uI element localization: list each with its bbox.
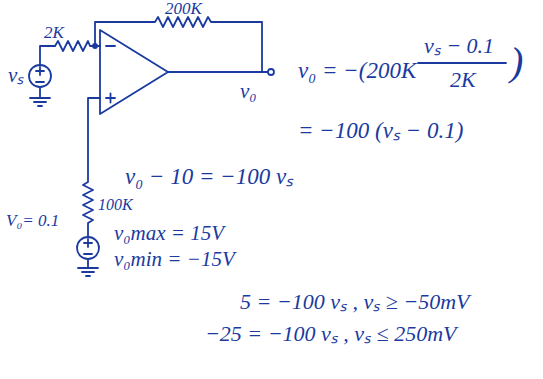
equation: = −100 (vₛ − 0.1) (298, 118, 463, 143)
resistor-symbol (55, 41, 100, 51)
signal-name: vₛ (8, 64, 24, 87)
equation: vₛ − 0.1 (424, 34, 494, 58)
wire (40, 46, 55, 65)
opamp-input-signs (106, 46, 115, 103)
output-terminal (268, 69, 274, 75)
equation: 5 = −100 vₛ , vₛ ≥ −50mV (240, 290, 469, 314)
equation: v₀ − 10 = −100 vₛ (125, 164, 293, 189)
resistor-symbol (83, 98, 100, 237)
feedback-wire (95, 17, 262, 72)
equation: ) (510, 40, 523, 84)
resistor-value: 200K (165, 0, 202, 19)
voltage-source (77, 237, 99, 259)
source-value: V₀= 0.1 (6, 212, 59, 231)
equation: −25 = −100 vₛ , vₛ ≤ 250mV (205, 322, 456, 346)
opamp-symbol (100, 30, 168, 114)
junction-dot (93, 44, 97, 48)
fraction-bar (418, 62, 506, 64)
signal-name: v₀ (240, 80, 257, 103)
ground-symbol (30, 87, 50, 106)
resistor-value: 100K (98, 196, 133, 214)
ground-symbol (78, 259, 98, 276)
source-polarity (36, 67, 44, 82)
source-polarity (84, 239, 92, 254)
equation: v₀min = −15V (114, 248, 235, 271)
equation: v₀max = 15V (114, 222, 224, 245)
equation: v₀ = −(200K (298, 58, 416, 83)
resistor-value: 2K (44, 24, 64, 43)
voltage-source (29, 65, 51, 87)
equation: 2K (450, 68, 476, 92)
output-wire (168, 71, 268, 73)
